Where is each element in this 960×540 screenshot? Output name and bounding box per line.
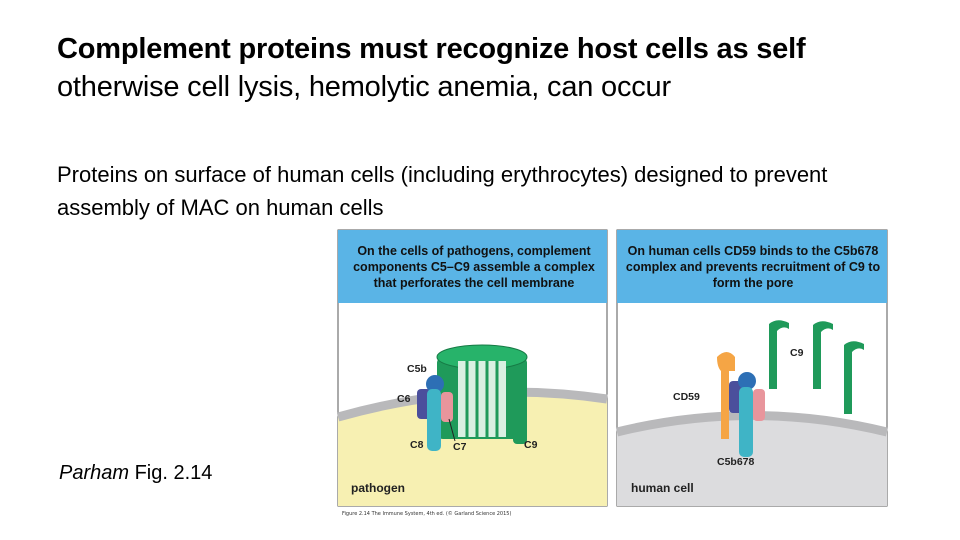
label-c9-free: C9 bbox=[790, 347, 804, 359]
left-panel-header-bg bbox=[338, 230, 607, 303]
c8-protein bbox=[427, 389, 441, 451]
human-cell bbox=[617, 415, 887, 506]
c9-free-protein-3 bbox=[844, 341, 864, 414]
c8-protein-human bbox=[739, 387, 753, 457]
label-c8: C8 bbox=[410, 439, 424, 451]
title-bold-line: Complement proteins must recognize host … bbox=[57, 33, 806, 65]
citation-author: Parham bbox=[59, 462, 130, 484]
c9-pore-ring bbox=[436, 344, 528, 444]
c7-protein-human bbox=[753, 389, 765, 421]
title-second-line: otherwise cell lysis, hemolytic anemia, … bbox=[57, 71, 671, 103]
label-cd59: CD59 bbox=[673, 391, 700, 403]
figure-artwork bbox=[337, 229, 888, 507]
figure-citation: Parham Fig. 2.14 bbox=[59, 459, 212, 487]
c7-protein bbox=[441, 392, 453, 422]
figure-footnote: Figure 2.14 The Immune System, 4th ed. (… bbox=[342, 511, 512, 517]
c9-free-protein-1 bbox=[769, 320, 789, 389]
right-panel-header: On human cells CD59 binds to the C5b678 … bbox=[625, 244, 881, 290]
slide-title: Complement proteins must recognize host … bbox=[57, 30, 937, 106]
label-c5b: C5b bbox=[407, 363, 427, 375]
right-panel-header-bg bbox=[617, 230, 887, 303]
c9-free-protein-2 bbox=[813, 321, 833, 389]
pathogen-cell bbox=[338, 392, 607, 506]
cd59-protein bbox=[717, 352, 735, 439]
label-c9: C9 bbox=[524, 439, 538, 451]
left-panel-header: On the cells of pathogens, complement co… bbox=[353, 244, 595, 290]
body-text: Proteins on surface of human cells (incl… bbox=[57, 162, 828, 220]
label-c6: C6 bbox=[397, 393, 411, 405]
citation-reference: Fig. 2.14 bbox=[129, 462, 213, 484]
c5b-protein-human bbox=[738, 372, 756, 390]
label-pathogen: pathogen bbox=[351, 481, 405, 495]
label-c7: C7 bbox=[453, 441, 467, 453]
mac-figure: On the cells of pathogens, complement co… bbox=[337, 229, 888, 521]
c5b-protein bbox=[426, 375, 444, 393]
label-human-cell: human cell bbox=[631, 481, 694, 495]
label-c5b678: C5b678 bbox=[717, 456, 755, 468]
